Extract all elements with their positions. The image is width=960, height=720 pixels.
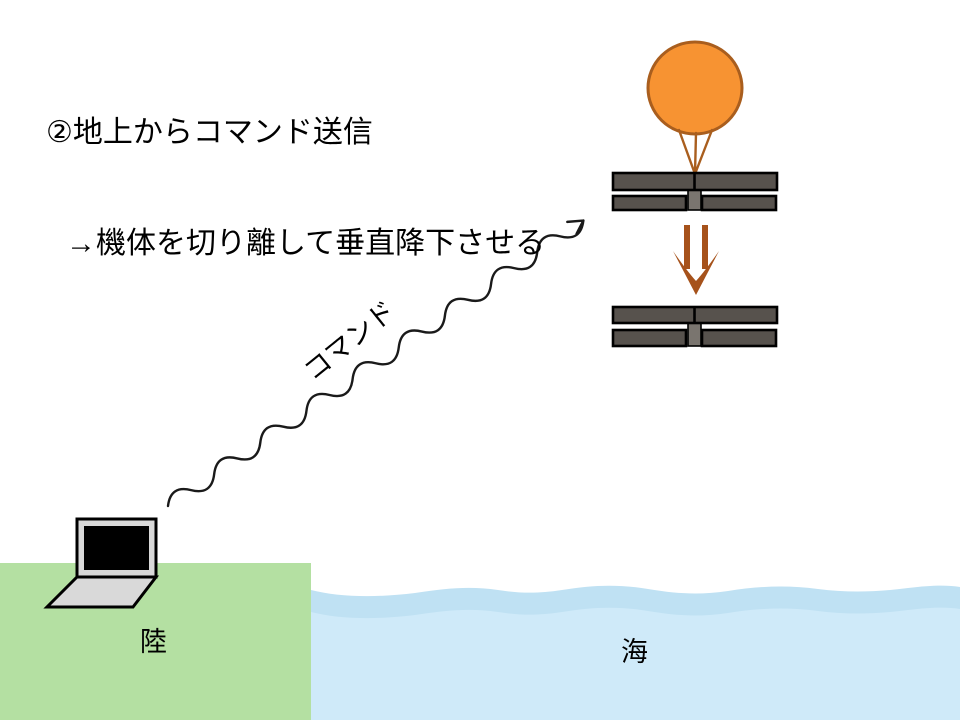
drop-arrow-icon [673,225,719,295]
bottom-wing-left [611,194,688,212]
laptop-icon [43,517,160,609]
land-area [0,563,311,720]
balloon-icon [646,40,744,176]
drop-arrow-shaft-right [702,225,708,269]
balloon-envelope [646,40,744,136]
fuselage [687,322,702,347]
arrowhead [566,219,585,235]
bottom-wing-right [700,194,778,212]
title-line1: ②地上からコマンド送信 [46,116,373,149]
bottom-wing-left [611,328,688,348]
laptop-screen [84,526,149,570]
sea-label: 海 [621,637,648,667]
land-label: 陸 [140,627,167,657]
tether-lines [677,128,714,176]
fuselage [687,188,702,211]
title-line2: →機体を切り離して垂直降下させる [66,227,546,260]
aircraft-attached-icon [611,171,779,212]
drop-arrow-shaft-left [684,225,690,269]
page-title: ②地上からコマンド送信 →機体を切り離して垂直降下させる [46,40,545,336]
bottom-wing-right [700,328,778,348]
signal-wave-line [166,219,585,508]
drop-arrow-head [673,251,719,295]
sea-area [311,607,960,720]
command-signal-arrow [166,219,585,508]
aircraft-released-icon [611,305,779,348]
